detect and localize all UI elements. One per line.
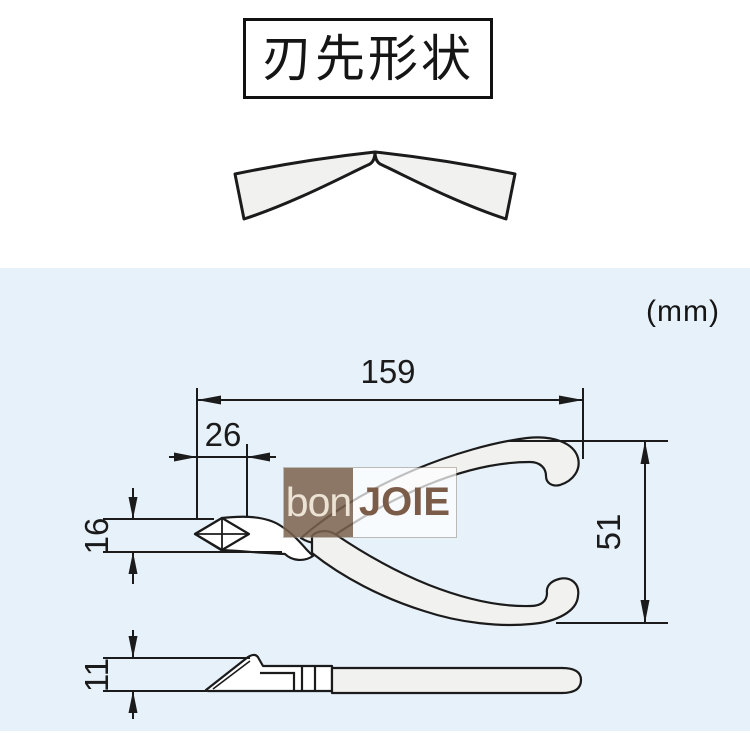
profile-joint-lines: [300, 666, 317, 691]
arrowhead: [174, 452, 197, 462]
dimension-label-jaw-length: 26: [205, 416, 242, 453]
arrowhead: [640, 600, 650, 623]
profile-blade-edge: [212, 660, 251, 690]
arrowhead: [128, 552, 138, 574]
arrowhead: [128, 497, 138, 519]
blade-tip-shape-illustration: [233, 150, 517, 221]
arrowhead: [197, 395, 221, 405]
blade-right-wing: [373, 150, 517, 221]
dimension-thickness: [103, 630, 250, 719]
dimension-label-thickness: 11: [78, 658, 115, 692]
arrowhead: [128, 636, 138, 658]
units-label: (mm): [646, 295, 720, 328]
arrowhead: [247, 452, 270, 462]
lower-handle: [310, 530, 580, 627]
cutter-head-facets: [195, 518, 249, 550]
dimension-label-overall-length: 159: [360, 353, 415, 390]
dimension-head-height: [103, 488, 282, 584]
dimension-overall-length: [196, 388, 584, 519]
arrowhead: [640, 441, 650, 464]
blade-shape-title-box: 刃先形状: [243, 18, 493, 99]
blade-shape-title: 刃先形状: [262, 30, 474, 87]
dimension-label-handle-opening: 51: [590, 514, 627, 551]
profile-grip: [330, 666, 583, 695]
dimension-handle-opening: [508, 440, 668, 624]
dimension-jaw-length: [169, 444, 276, 517]
watermark-joie: JOIE: [353, 468, 456, 537]
arrowhead: [128, 691, 138, 713]
watermark-bon: bon: [284, 468, 353, 537]
dimension-label-head-height: 16: [78, 518, 115, 555]
profile-joint-step: [260, 671, 296, 690]
watermark: bon JOIE: [283, 467, 457, 538]
blade-left-wing: [233, 150, 377, 221]
nipper-profile-view: [204, 653, 583, 695]
arrowhead: [559, 395, 583, 405]
